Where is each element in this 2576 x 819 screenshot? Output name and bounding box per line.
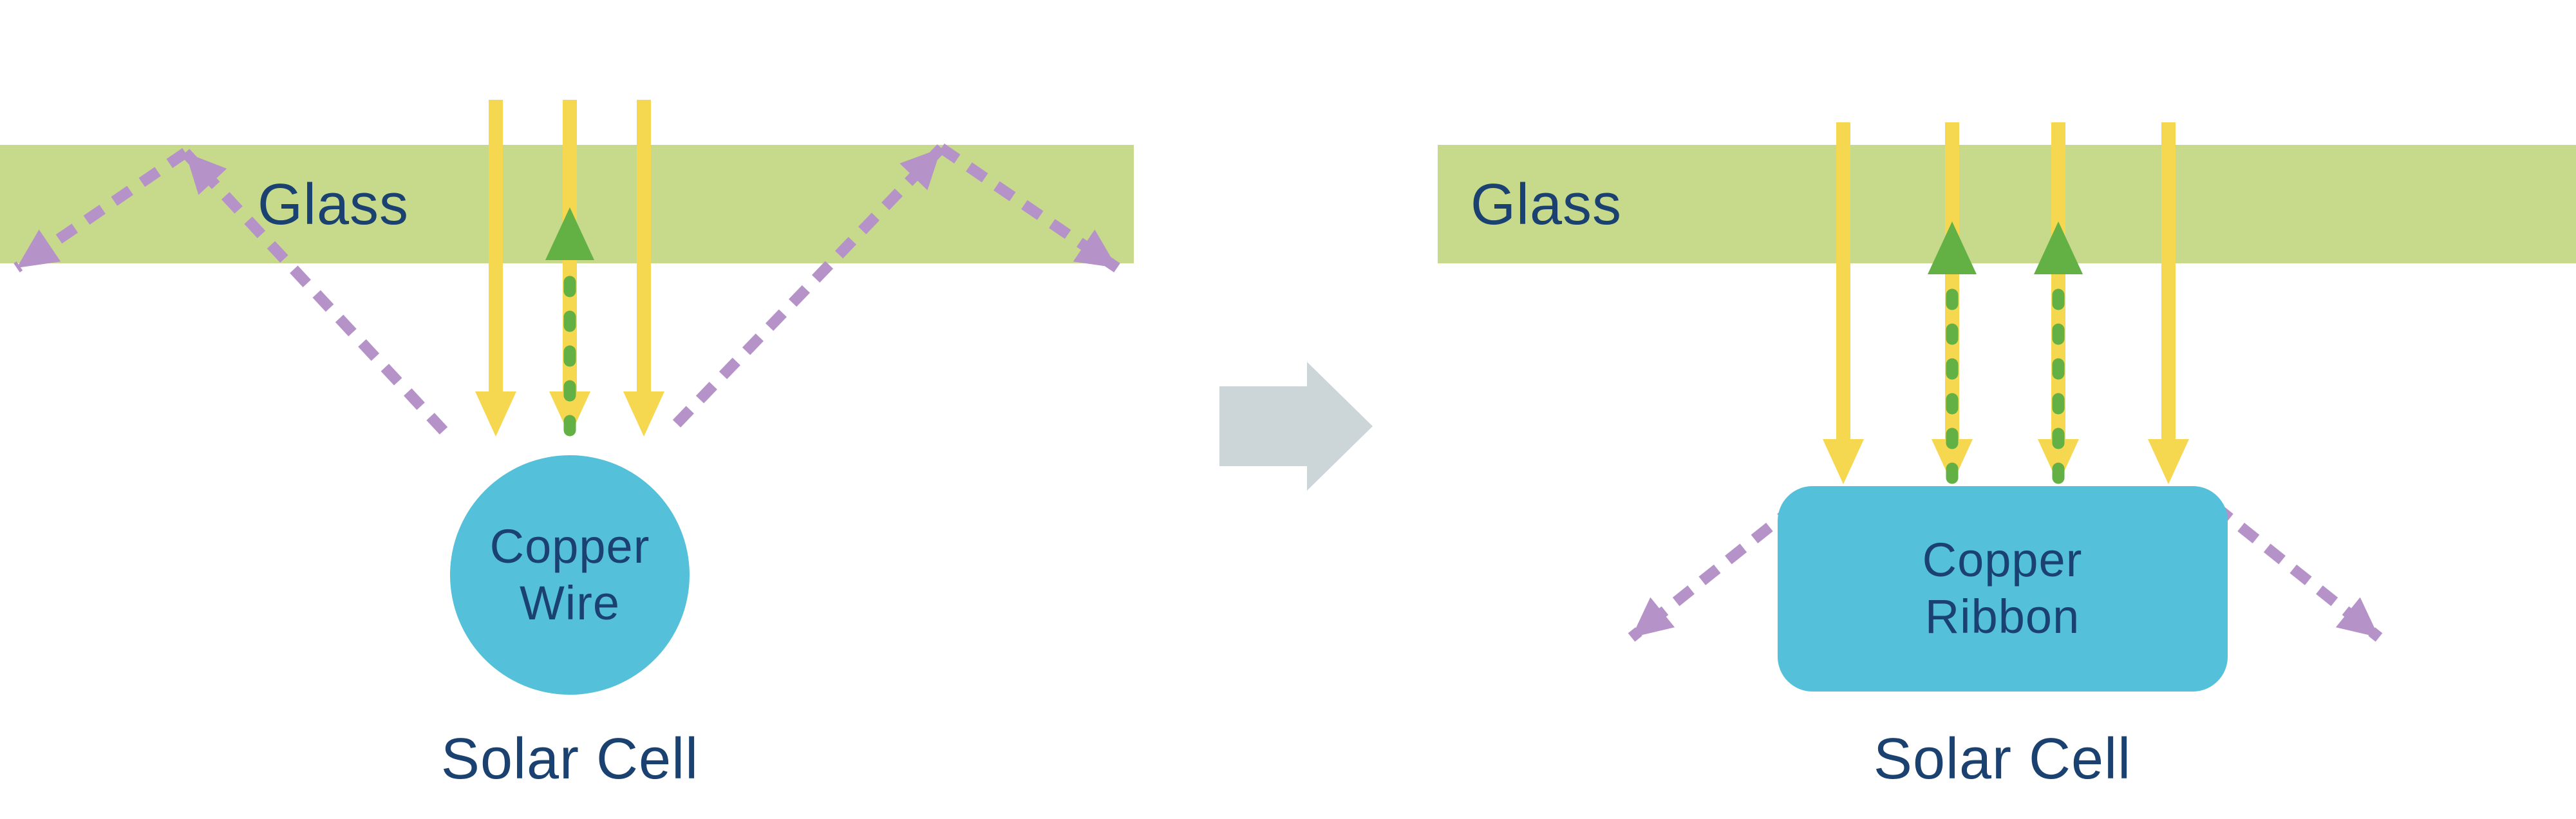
reflected-light-path [672, 144, 946, 428]
solar-cell-caption: Solar Cell [441, 727, 699, 791]
transform-arrow-icon [1219, 362, 1373, 491]
sunlight-arrow [623, 100, 664, 437]
scattered-light-arrow-left [1628, 502, 1800, 642]
glass-layer [1438, 145, 2576, 263]
sunlight-arrow [475, 100, 516, 437]
transmitted-light-arrow [1928, 221, 1977, 484]
glass-label: Glass [258, 173, 409, 237]
purple-arrowhead-icon [185, 153, 227, 195]
sunlight-arrow [2038, 122, 2079, 484]
right-diagram: Copper Ribbon Glass Solar Cell [1438, 122, 2576, 791]
purple-arrowhead-icon [2335, 597, 2379, 637]
copper-wire [450, 455, 690, 695]
yellow-arrowhead-icon [549, 391, 590, 437]
yellow-arrowhead-icon [2038, 439, 2079, 484]
purple-arrowhead-icon [1631, 597, 1675, 637]
sunlight-arrow [2148, 122, 2189, 484]
copper-wire-label-line1: Copper [490, 520, 650, 573]
yellow-arrowhead-icon [475, 391, 516, 437]
solar-cell-caption: Solar Cell [1874, 727, 2131, 791]
glass-label: Glass [1471, 173, 1622, 237]
yellow-arrowhead-icon [623, 391, 664, 437]
green-arrowhead-icon [545, 207, 594, 260]
sunlight-arrow [1932, 122, 1973, 484]
left-diagram: Copper Wire Glass Solar Cell [0, 100, 1134, 791]
reflected-light-arrow-right [672, 143, 1120, 428]
reflected-light-arrow-left [14, 147, 448, 435]
transmitted-light-arrow [2034, 221, 2083, 484]
copper-ribbon-label-line2: Ribbon [1925, 590, 2080, 643]
scattered-light-arrow-right [2211, 502, 2383, 642]
purple-arrowhead-icon [17, 229, 61, 268]
copper-wire-label-line2: Wire [520, 576, 620, 630]
yellow-arrowhead-icon [1823, 439, 1864, 484]
yellow-arrowhead-icon [1932, 439, 1973, 484]
purple-arrowhead-icon [899, 148, 941, 191]
copper-ribbon [1778, 486, 2228, 692]
copper-ribbon-label-line1: Copper [1923, 533, 2083, 587]
transmitted-light-arrow [545, 207, 594, 437]
purple-arrowhead-icon [1073, 229, 1117, 268]
green-arrowhead-icon [1928, 221, 1977, 274]
green-arrowhead-icon [2034, 221, 2083, 274]
yellow-arrowhead-icon [2148, 439, 2189, 484]
reflected-light-path [181, 149, 448, 435]
sunlight-arrow [1823, 122, 1864, 484]
